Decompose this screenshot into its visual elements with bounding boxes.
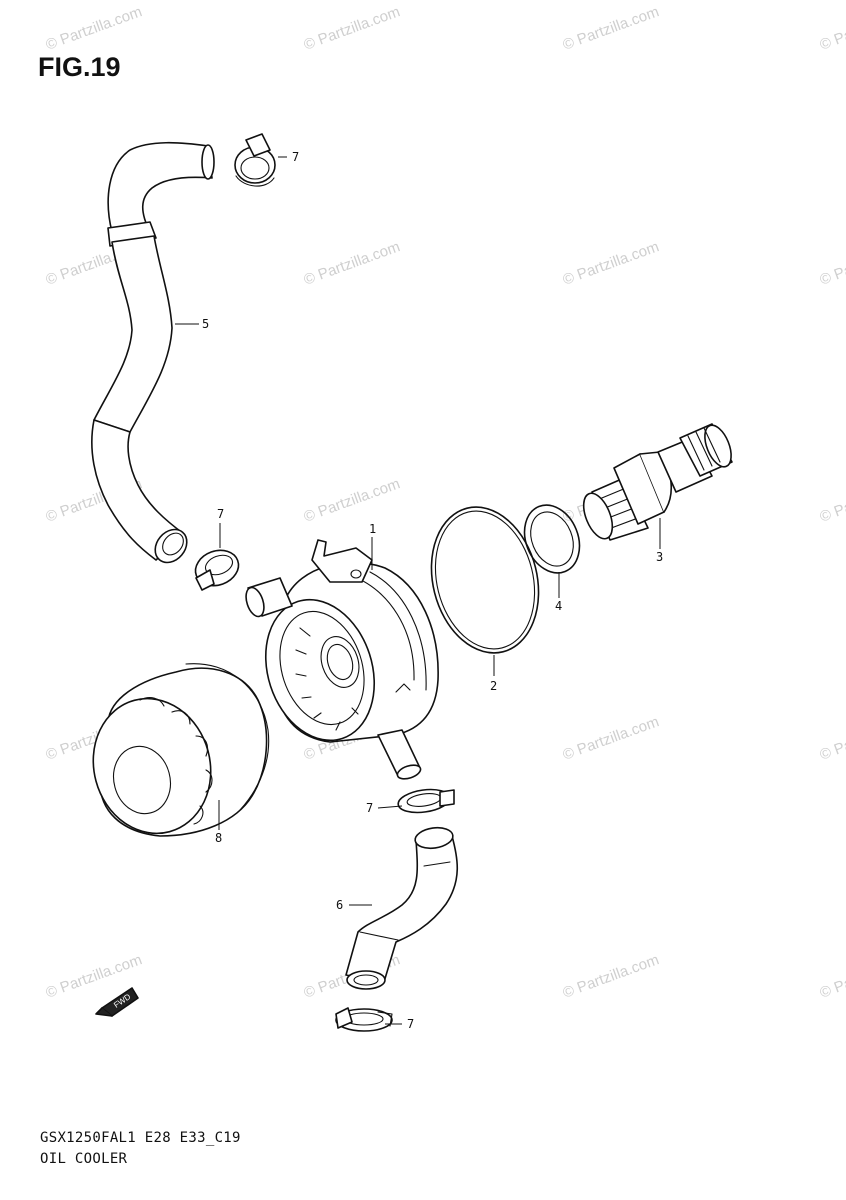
clamp-top-part-7[interactable] (234, 133, 276, 187)
callout-labels: 1 2 3 4 5 6 7 7 7 7 8 (202, 150, 663, 1031)
clamp-lower-part-7[interactable] (397, 786, 455, 815)
gasket-part-4[interactable] (515, 497, 589, 581)
hose-upper-part-5[interactable] (91, 141, 215, 569)
leader-lines (175, 156, 661, 1025)
watermark-4-3: © Partzilla.com (818, 951, 846, 1002)
assembly-name-caption: OIL COOLER (40, 1151, 128, 1167)
watermark-1-3: © Partzilla.com (818, 238, 846, 289)
watermark-0-2: © Partzilla.com (561, 3, 662, 54)
o-ring-part-2[interactable] (417, 496, 554, 665)
callout-8: 8 (215, 831, 222, 845)
callout-6: 6 (336, 898, 343, 912)
forward-direction-marker: FWD (95, 987, 139, 1017)
oil-filter-part-8[interactable] (78, 663, 270, 847)
callout-7-mid: 7 (217, 507, 224, 521)
watermark-2-3: © Partzilla.com (818, 475, 846, 526)
clamp-mid-part-7[interactable] (191, 545, 244, 592)
callout-3: 3 (656, 550, 663, 564)
callout-1: 1 (369, 522, 376, 536)
callout-5: 5 (202, 317, 209, 331)
figure-title: FIG.19 (38, 52, 121, 82)
watermark-0-1: © Partzilla.com (302, 3, 403, 54)
watermark-0-0: © Partzilla.com (44, 3, 145, 54)
watermark-2-1: © Partzilla.com (302, 475, 403, 526)
callout-7-top: 7 (292, 150, 299, 164)
model-code-caption: GSX1250FAL1 E28 E33_C19 (40, 1130, 241, 1146)
callout-7-lower: 7 (366, 801, 373, 815)
clamp-bottom-part-7[interactable] (335, 1007, 393, 1032)
watermark-3-3: © Partzilla.com (818, 713, 846, 764)
union-bolt-part-3[interactable] (578, 421, 737, 542)
callout-7-bottom: 7 (407, 1017, 414, 1031)
watermark-4-2: © Partzilla.com (561, 951, 662, 1002)
watermark-3-2: © Partzilla.com (561, 713, 662, 764)
oil-cooler-body-part-1[interactable] (243, 539, 439, 781)
watermark-0-3: © Partzilla.com (818, 3, 846, 54)
callout-2: 2 (490, 679, 497, 693)
watermark-1-1: © Partzilla.com (302, 238, 403, 289)
hose-lower-part-6[interactable] (345, 825, 459, 990)
callout-4: 4 (555, 599, 562, 613)
watermark-1-2: © Partzilla.com (561, 238, 662, 289)
